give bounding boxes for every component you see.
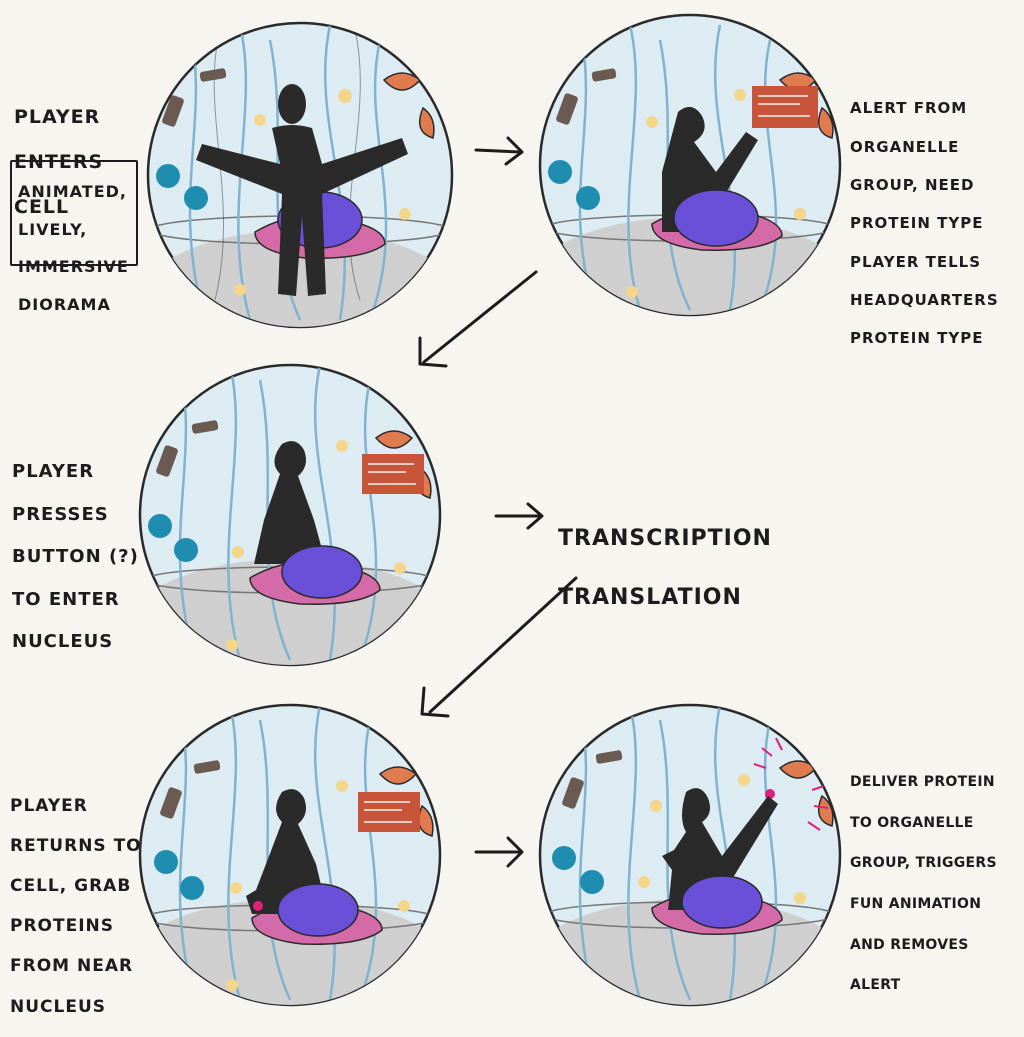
step-4-label-line: PLAYER [10,796,88,817]
cell-bubble-5 [538,703,842,1007]
step-2-label-line: PROTEIN TYPE [850,214,984,233]
step-4-label: PLAYER RETURNS TO CELL, GRAB PROTEINS FR… [10,776,142,1037]
step-1-note-bracket [10,160,138,266]
step-2-label-line: GROUP, NEED [850,175,975,194]
step-5-label-line: AND REMOVES [850,936,969,953]
step-5-label-line: GROUP, TRIGGERS [850,855,997,872]
step-5-label-line: FUN ANIMATION [850,896,982,913]
arrow-icon [420,576,578,718]
step-4-label-line: NUCLEUS [10,996,107,1017]
step-1-note-line: IMMERSIVE [18,257,129,277]
step-1-label: PLAYER ENTERS CELL [14,84,103,241]
arrow-icon [474,836,524,868]
step-3-label: PLAYER PRESSES BUTTON (?) TO ENTER NUCLE… [12,440,139,674]
arrow-icon [418,270,538,368]
step-2-label-line: PROTEIN TYPE [850,329,984,348]
step-5-label-line: ALERT [850,977,901,994]
step-1-note-line: DIORAMA [18,295,111,315]
alert-card-icon [752,86,818,128]
step-5-label-line: TO ORGANELLE [850,814,974,831]
step-1-note-line: LIVELY, [18,219,88,239]
step-3-label-line: BUTTON (?) [12,546,139,568]
transcription-note: TRANSCRIPTION TRANSLATION [558,494,772,642]
transcription-label: TRANSCRIPTION [558,525,772,551]
step-2-label-line: HEADQUARTERS [850,291,999,310]
cell-bubble-3 [138,363,442,667]
step-1-label-line: ENTERS [14,151,104,174]
step-2-label-line: PLAYER TELLS [850,252,982,271]
step-2-label: ALERT FROM ORGANELLE GROUP, NEED PROTEIN… [850,80,999,368]
cell-bubble-4 [138,703,442,1007]
step-5-label: DELIVER PROTEIN TO ORGANELLE GROUP, TRIG… [850,752,997,1016]
step-2-label-line: ORGANELLE [850,137,960,156]
step-1-note-line: ANIMATED, [18,181,127,201]
step-5-label-line: DELIVER PROTEIN [850,774,995,791]
cell-bubble-1 [146,21,454,329]
step-4-label-line: FROM NEAR [10,956,134,977]
arrow-icon [474,136,524,166]
translation-label: TRANSLATION [558,585,742,611]
step-1-label-line: CELL [14,196,70,219]
arrow-icon [494,502,544,530]
step-1-label-line: PLAYER [14,106,101,129]
step-3-label-line: PRESSES [12,503,109,525]
step-3-label-line: PLAYER [12,461,95,483]
step-4-label-line: PROTEINS [10,916,115,937]
step-1-note: ANIMATED, LIVELY, IMMERSIVE DIORAMA [18,164,129,334]
step-2-label-line: ALERT FROM [850,99,968,118]
player-figure-icon [196,84,408,296]
cell-bubble-2 [538,13,842,317]
step-3-label-line: TO ENTER [12,588,120,610]
mitochondria-icon [382,72,435,139]
step-3-label-line: NUCLEUS [12,631,114,653]
step-4-label-line: RETURNS TO [10,836,142,857]
step-4-label-line: CELL, GRAB [10,876,132,897]
